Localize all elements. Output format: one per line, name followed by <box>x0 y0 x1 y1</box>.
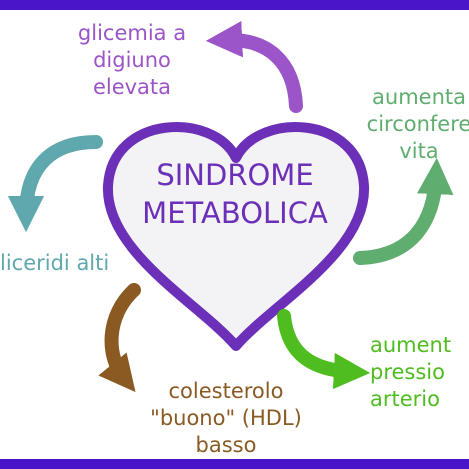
label-hdl: colesterolo "buono" (HDL) basso <box>150 379 302 457</box>
center-title-line1: SINDROME <box>156 158 314 192</box>
bottom-border <box>0 459 469 469</box>
center-title-line2: METABOLICA <box>142 196 328 230</box>
arrow-trigliceridi <box>7 135 103 233</box>
center-title: SINDROME METABOLICA <box>120 156 350 232</box>
label-glicemia: glicemia a digiuno elevata <box>77 21 187 99</box>
arrow-glicemia <box>205 21 303 113</box>
top-border <box>0 0 469 10</box>
label-circonferenza: aumenta circonfere vita <box>366 85 469 163</box>
label-pressione: aument pressio arterio <box>370 333 452 411</box>
arrow-circonferenza <box>353 157 454 265</box>
heart-shape <box>102 122 370 351</box>
arrow-hdl <box>98 283 141 393</box>
arrow-pressione <box>277 309 371 390</box>
label-trigliceridi: liceridi alti <box>0 251 110 275</box>
